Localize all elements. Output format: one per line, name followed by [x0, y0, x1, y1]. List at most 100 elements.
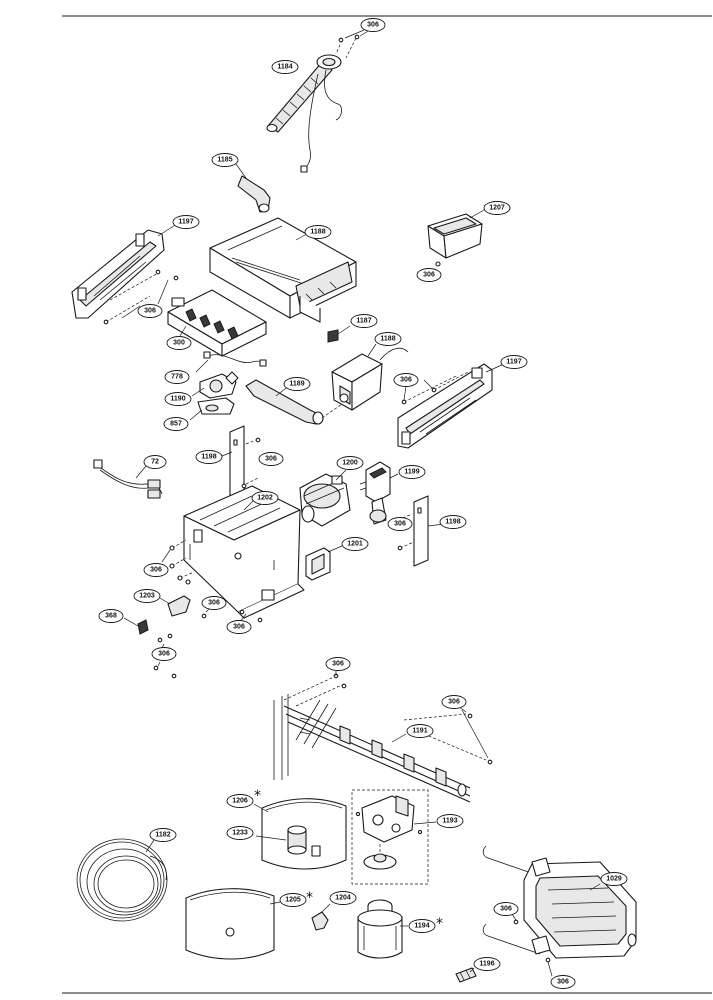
svg-text:857: 857 — [170, 421, 182, 428]
lever-857 — [189, 397, 235, 421]
svg-text:306: 306 — [208, 600, 220, 607]
svg-text:1197: 1197 — [178, 219, 193, 226]
svg-text:306: 306 — [233, 624, 245, 631]
filter-bag-1206 — [253, 798, 347, 870]
callout-1204: 1204 — [329, 891, 357, 905]
svg-text:1204: 1204 — [335, 895, 351, 902]
bracket-1197-right — [397, 363, 505, 449]
svg-text:1029: 1029 — [606, 876, 622, 883]
svg-text:1182: 1182 — [155, 832, 170, 839]
callout-778: 778 — [164, 370, 190, 384]
solenoid-1199 — [359, 461, 399, 525]
plate-1198-left — [221, 425, 261, 497]
svg-text:1199: 1199 — [404, 469, 419, 476]
callout-72: 72 — [143, 455, 167, 469]
callout-300: 300 — [166, 336, 192, 350]
callout-1205: 1205 — [279, 893, 307, 907]
svg-text:1233: 1233 — [232, 830, 248, 837]
pump-kit-box — [351, 789, 437, 885]
callout-1202: 1202 — [251, 491, 279, 505]
svg-text:306: 306 — [557, 979, 569, 986]
svg-text:1188: 1188 — [310, 229, 325, 236]
screws-right — [401, 371, 469, 405]
svg-text:306: 306 — [144, 308, 156, 315]
bracket-1201 — [305, 545, 343, 581]
clip-1203 — [159, 595, 263, 623]
callout-306-heater1: 306 — [493, 902, 519, 916]
callout-1200: 1200 — [336, 456, 364, 470]
callout-1029: 1029 — [600, 872, 628, 886]
chassis-1202 — [183, 485, 305, 619]
svg-text:1203: 1203 — [139, 593, 155, 600]
callout-1194: 1194 — [408, 919, 436, 933]
callout-306-top: 306 — [360, 18, 386, 32]
callout-1196: 1196 — [473, 957, 501, 971]
callout-306-tray: 306 — [416, 268, 442, 282]
svg-text:368: 368 — [105, 613, 117, 620]
svg-text:1198: 1198 — [201, 454, 216, 461]
harness-72 — [93, 459, 163, 499]
callout-368: 368 — [98, 609, 124, 623]
bag-1205 — [185, 888, 281, 960]
asterisk-1206: * — [254, 788, 261, 804]
callout-1201: 1201 — [341, 537, 369, 551]
callout-1197-right: 1197 — [500, 355, 528, 369]
spacer-1196 — [455, 967, 477, 983]
callout-306-heater2: 306 — [550, 975, 576, 989]
callout-1182: 1182 — [149, 828, 177, 842]
svg-text:306: 306 — [448, 699, 460, 706]
callout-306-left: 306 — [137, 304, 163, 318]
callout-1185: 1185 — [211, 153, 239, 167]
clip-368 — [123, 617, 149, 635]
svg-text:1206: 1206 — [232, 798, 248, 805]
callout-1189: 1189 — [283, 377, 311, 391]
svg-text:306: 306 — [332, 661, 344, 668]
callout-857: 857 — [163, 417, 189, 431]
cam-1190 — [191, 371, 239, 399]
svg-text:1200: 1200 — [342, 460, 358, 467]
svg-text:1190: 1190 — [170, 396, 185, 403]
callout-1206: 1206 — [226, 794, 254, 808]
callout-306-p2: 306 — [201, 596, 227, 610]
wire-778 — [195, 351, 267, 373]
callout-306-plate: 306 — [143, 563, 169, 577]
module-300 — [167, 289, 267, 357]
svg-text:1191: 1191 — [412, 728, 427, 735]
asterisk-1194: * — [436, 916, 443, 932]
svg-text:1193: 1193 — [442, 818, 457, 825]
screws-left — [103, 269, 179, 325]
svg-text:306: 306 — [400, 377, 412, 384]
svg-text:306: 306 — [158, 651, 170, 658]
svg-text:306: 306 — [150, 567, 162, 574]
elbow-1204 — [311, 903, 331, 931]
plate-1198-right — [395, 495, 445, 567]
svg-text:1198: 1198 — [445, 519, 460, 526]
screws-plate — [161, 539, 195, 585]
tray-1207 — [427, 209, 485, 267]
valve-1188 — [331, 343, 409, 411]
ejector-1189 — [245, 379, 343, 425]
housing-1188 — [209, 217, 357, 323]
svg-text:1207: 1207 — [489, 205, 505, 212]
callout-1188-box: 1188 — [304, 225, 332, 239]
svg-text:1197: 1197 — [506, 359, 521, 366]
rack-1191 — [273, 694, 471, 803]
callout-1199: 1199 — [398, 465, 426, 479]
screws-top — [335, 29, 371, 59]
screws-bottom-left — [153, 633, 177, 679]
svg-text:1187: 1187 — [356, 318, 371, 325]
callout-1191: 1191 — [406, 724, 434, 738]
svg-text:306: 306 — [265, 456, 277, 463]
callout-1188-valve: 1188 — [374, 332, 402, 346]
svg-text:306: 306 — [423, 272, 435, 279]
clip-1187 — [327, 325, 351, 343]
callout-306-p3: 306 — [226, 620, 252, 634]
elbow-1185 — [235, 163, 271, 213]
callout-1198-right: 1198 — [439, 515, 467, 529]
callout-1187: 1187 — [350, 314, 378, 328]
callout-1207: 1207 — [483, 201, 511, 215]
callout-306-rack-top: 306 — [325, 657, 351, 671]
svg-text:1188: 1188 — [380, 336, 395, 343]
svg-text:1194: 1194 — [414, 923, 429, 930]
svg-text:778: 778 — [171, 374, 183, 381]
